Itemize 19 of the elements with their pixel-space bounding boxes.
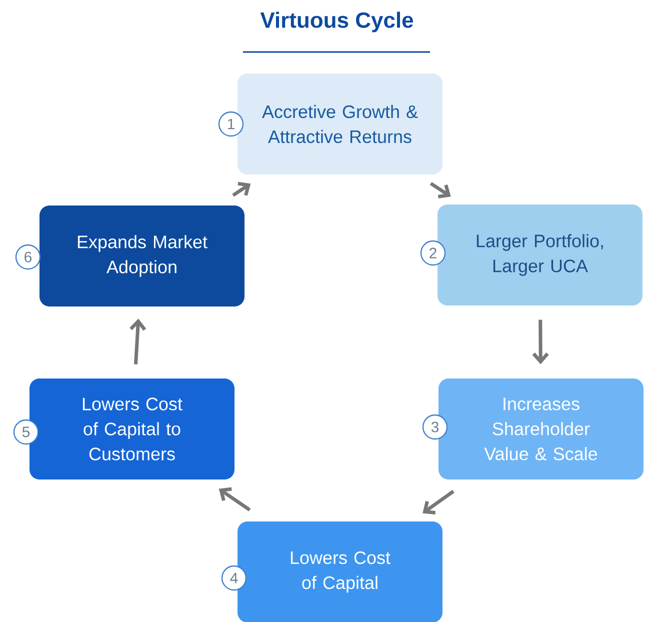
step-number: 5 [13,419,39,445]
arrow [430,182,451,198]
arrow [232,182,251,197]
step-box: Lowers Cost of Capital to Customers [30,378,234,480]
step-number: 2 [420,240,446,266]
step-box: Accretive Growth & Attractive Returns [238,74,442,174]
arrow [218,487,251,512]
step-box: Lowers Cost of Capital [238,522,442,622]
title: Virtuous Cycle [260,12,414,32]
step-number: 6 [15,244,41,270]
step-number: 3 [422,414,448,440]
step-number: 4 [221,565,247,591]
arrow [422,490,454,514]
arrow [532,320,549,364]
step-box: Expands Market Adoption [40,206,244,306]
step-box: Larger Portfolio, Larger UCA [438,204,642,306]
step-number: 1 [218,111,244,137]
step-box: Increases Shareholder Value & Scale [438,378,644,480]
arrow [130,318,146,364]
